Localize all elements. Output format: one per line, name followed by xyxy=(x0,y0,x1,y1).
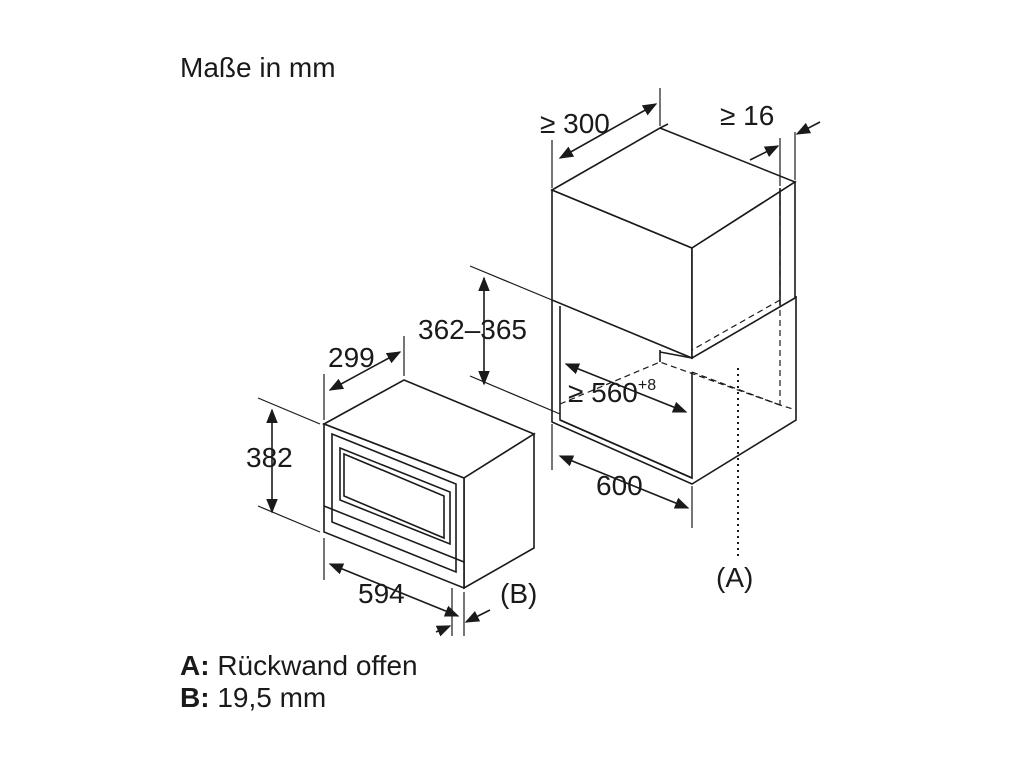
back-gap-label: ≥ 16 xyxy=(720,100,775,131)
legend-item-a: A: Rückwand offen xyxy=(180,652,418,680)
marker-a-label: (A) xyxy=(716,562,754,593)
appliance-window xyxy=(339,446,451,546)
marker-b-label: (B) xyxy=(500,578,538,609)
legend-text-b: 19,5 mm xyxy=(217,682,327,713)
appliance-dimension-lines xyxy=(257,336,491,637)
appliance-height-label: 382 xyxy=(246,442,293,473)
niche-width-tolerance: +8 xyxy=(637,377,657,394)
appliance-front-face xyxy=(323,422,465,590)
cabinet-side-face xyxy=(691,180,796,360)
cabinet xyxy=(550,123,797,556)
cabinet-depth-label: ≥ 300 xyxy=(540,108,610,139)
niche-width-label: ≥ 560+8 xyxy=(568,378,656,407)
legend-key-a: A: xyxy=(180,650,210,681)
cabinet-dimension-lines xyxy=(469,88,821,528)
niche-width-value: ≥ 560 xyxy=(568,377,638,408)
appliance-width-label: 594 xyxy=(358,578,405,609)
legend-item-b: B: 19,5 mm xyxy=(180,684,326,712)
appliance-depth-label: 299 xyxy=(328,342,375,373)
legend-text-a: Rückwand offen xyxy=(217,650,418,681)
legend-key-b: B: xyxy=(180,682,210,713)
units-title: Maße in mm xyxy=(180,52,336,83)
niche-height-label: 362–365 xyxy=(418,314,528,345)
appliance xyxy=(322,379,536,590)
cabinet-width-label: 600 xyxy=(596,470,643,501)
